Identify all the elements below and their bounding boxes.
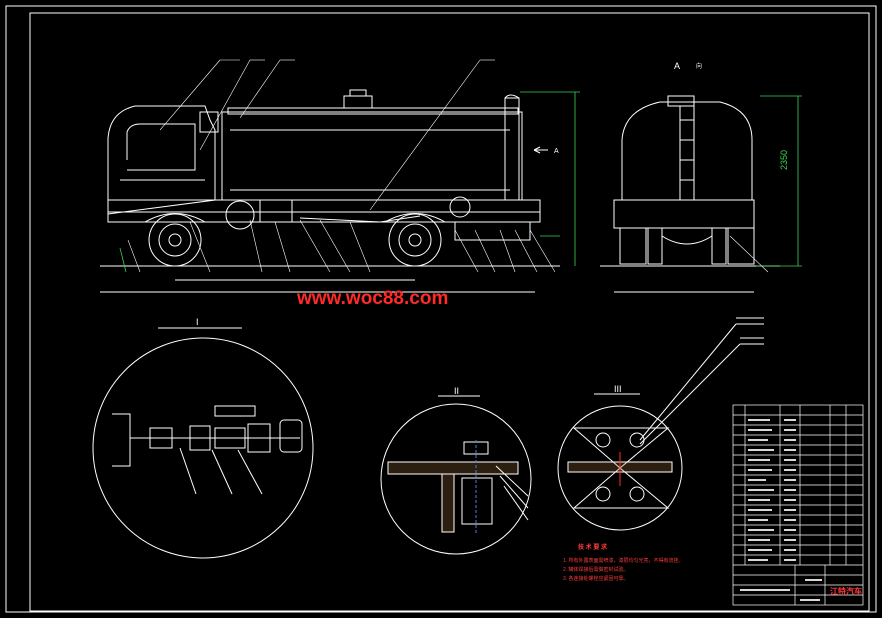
- rear-view-leader: [729, 235, 769, 273]
- rear-view-dimensions: [756, 95, 802, 267]
- rear-height-dimension: 2350: [779, 149, 789, 170]
- bom-text-marks: [740, 419, 822, 601]
- detail-i-view: [92, 327, 314, 559]
- detail-iii-label: III: [614, 384, 622, 394]
- detail-ii-view: [380, 395, 532, 555]
- title-block-red-stamp: 江特汽车: [830, 587, 862, 596]
- tech-note-item: 2. 罐体焊接后需做密封试验。: [563, 567, 629, 573]
- side-view-dimensions: [119, 91, 580, 273]
- detail-i-label: I: [196, 317, 199, 327]
- detail-iii-view: [557, 317, 764, 531]
- drawing-border: [5, 5, 877, 613]
- view-a-label: A: [674, 61, 681, 71]
- watermark-text: www.woc88.com: [297, 288, 449, 309]
- view-a-suffix-label: 向: [696, 64, 703, 70]
- tech-note-item: 1. 所有外露表面需喷漆，漆层均匀光亮，不得有流挂。: [563, 558, 684, 564]
- tech-notes-title: 技 术 要 求: [578, 545, 608, 551]
- truck-side-view: [100, 89, 560, 293]
- arrow-a-marker: [533, 146, 548, 154]
- tech-note-item: 3. 各连接处螺栓应紧固可靠。: [563, 576, 629, 582]
- side-view-leaders: [127, 59, 556, 273]
- truck-rear-view: [600, 95, 780, 293]
- arrow-a-label: A: [554, 148, 559, 155]
- title-block: [732, 404, 864, 606]
- detail-ii-label: II: [454, 386, 460, 396]
- drawing-inner-border: [29, 12, 870, 612]
